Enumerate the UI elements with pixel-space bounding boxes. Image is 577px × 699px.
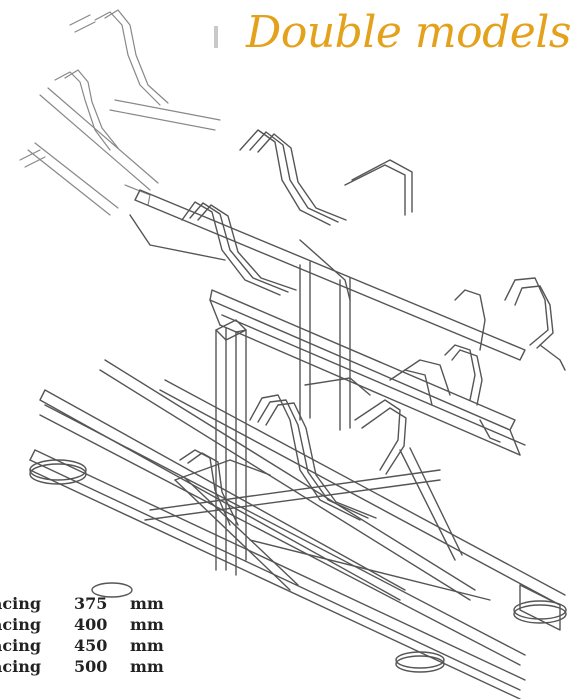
spacing-value: 450	[74, 636, 108, 655]
spacing-row: acing 375 mm	[0, 593, 200, 614]
spacing-unit: mm	[130, 615, 164, 634]
spacing-label: acing	[0, 636, 42, 655]
spacing-unit: mm	[130, 594, 164, 613]
title-accent-bar	[214, 26, 218, 48]
page-title: Double models	[246, 7, 571, 58]
spacing-unit: mm	[130, 657, 164, 676]
spacing-row: acing 400 mm	[0, 614, 200, 635]
small-rack-icon	[19, 9, 221, 216]
spacing-label: acing	[0, 594, 42, 613]
spacing-unit: mm	[130, 636, 164, 655]
spacing-label: acing	[0, 615, 42, 634]
spacing-list: acing 375 mm acing 400 mm acing 450 mm a…	[0, 593, 200, 677]
spacing-label: acing	[0, 657, 42, 676]
spacing-value: 375	[74, 594, 108, 613]
spacing-value: 500	[74, 657, 108, 676]
spacing-value: 400	[74, 615, 108, 634]
spacing-row: acing 450 mm	[0, 635, 200, 656]
spacing-row: acing 500 mm	[0, 656, 200, 677]
